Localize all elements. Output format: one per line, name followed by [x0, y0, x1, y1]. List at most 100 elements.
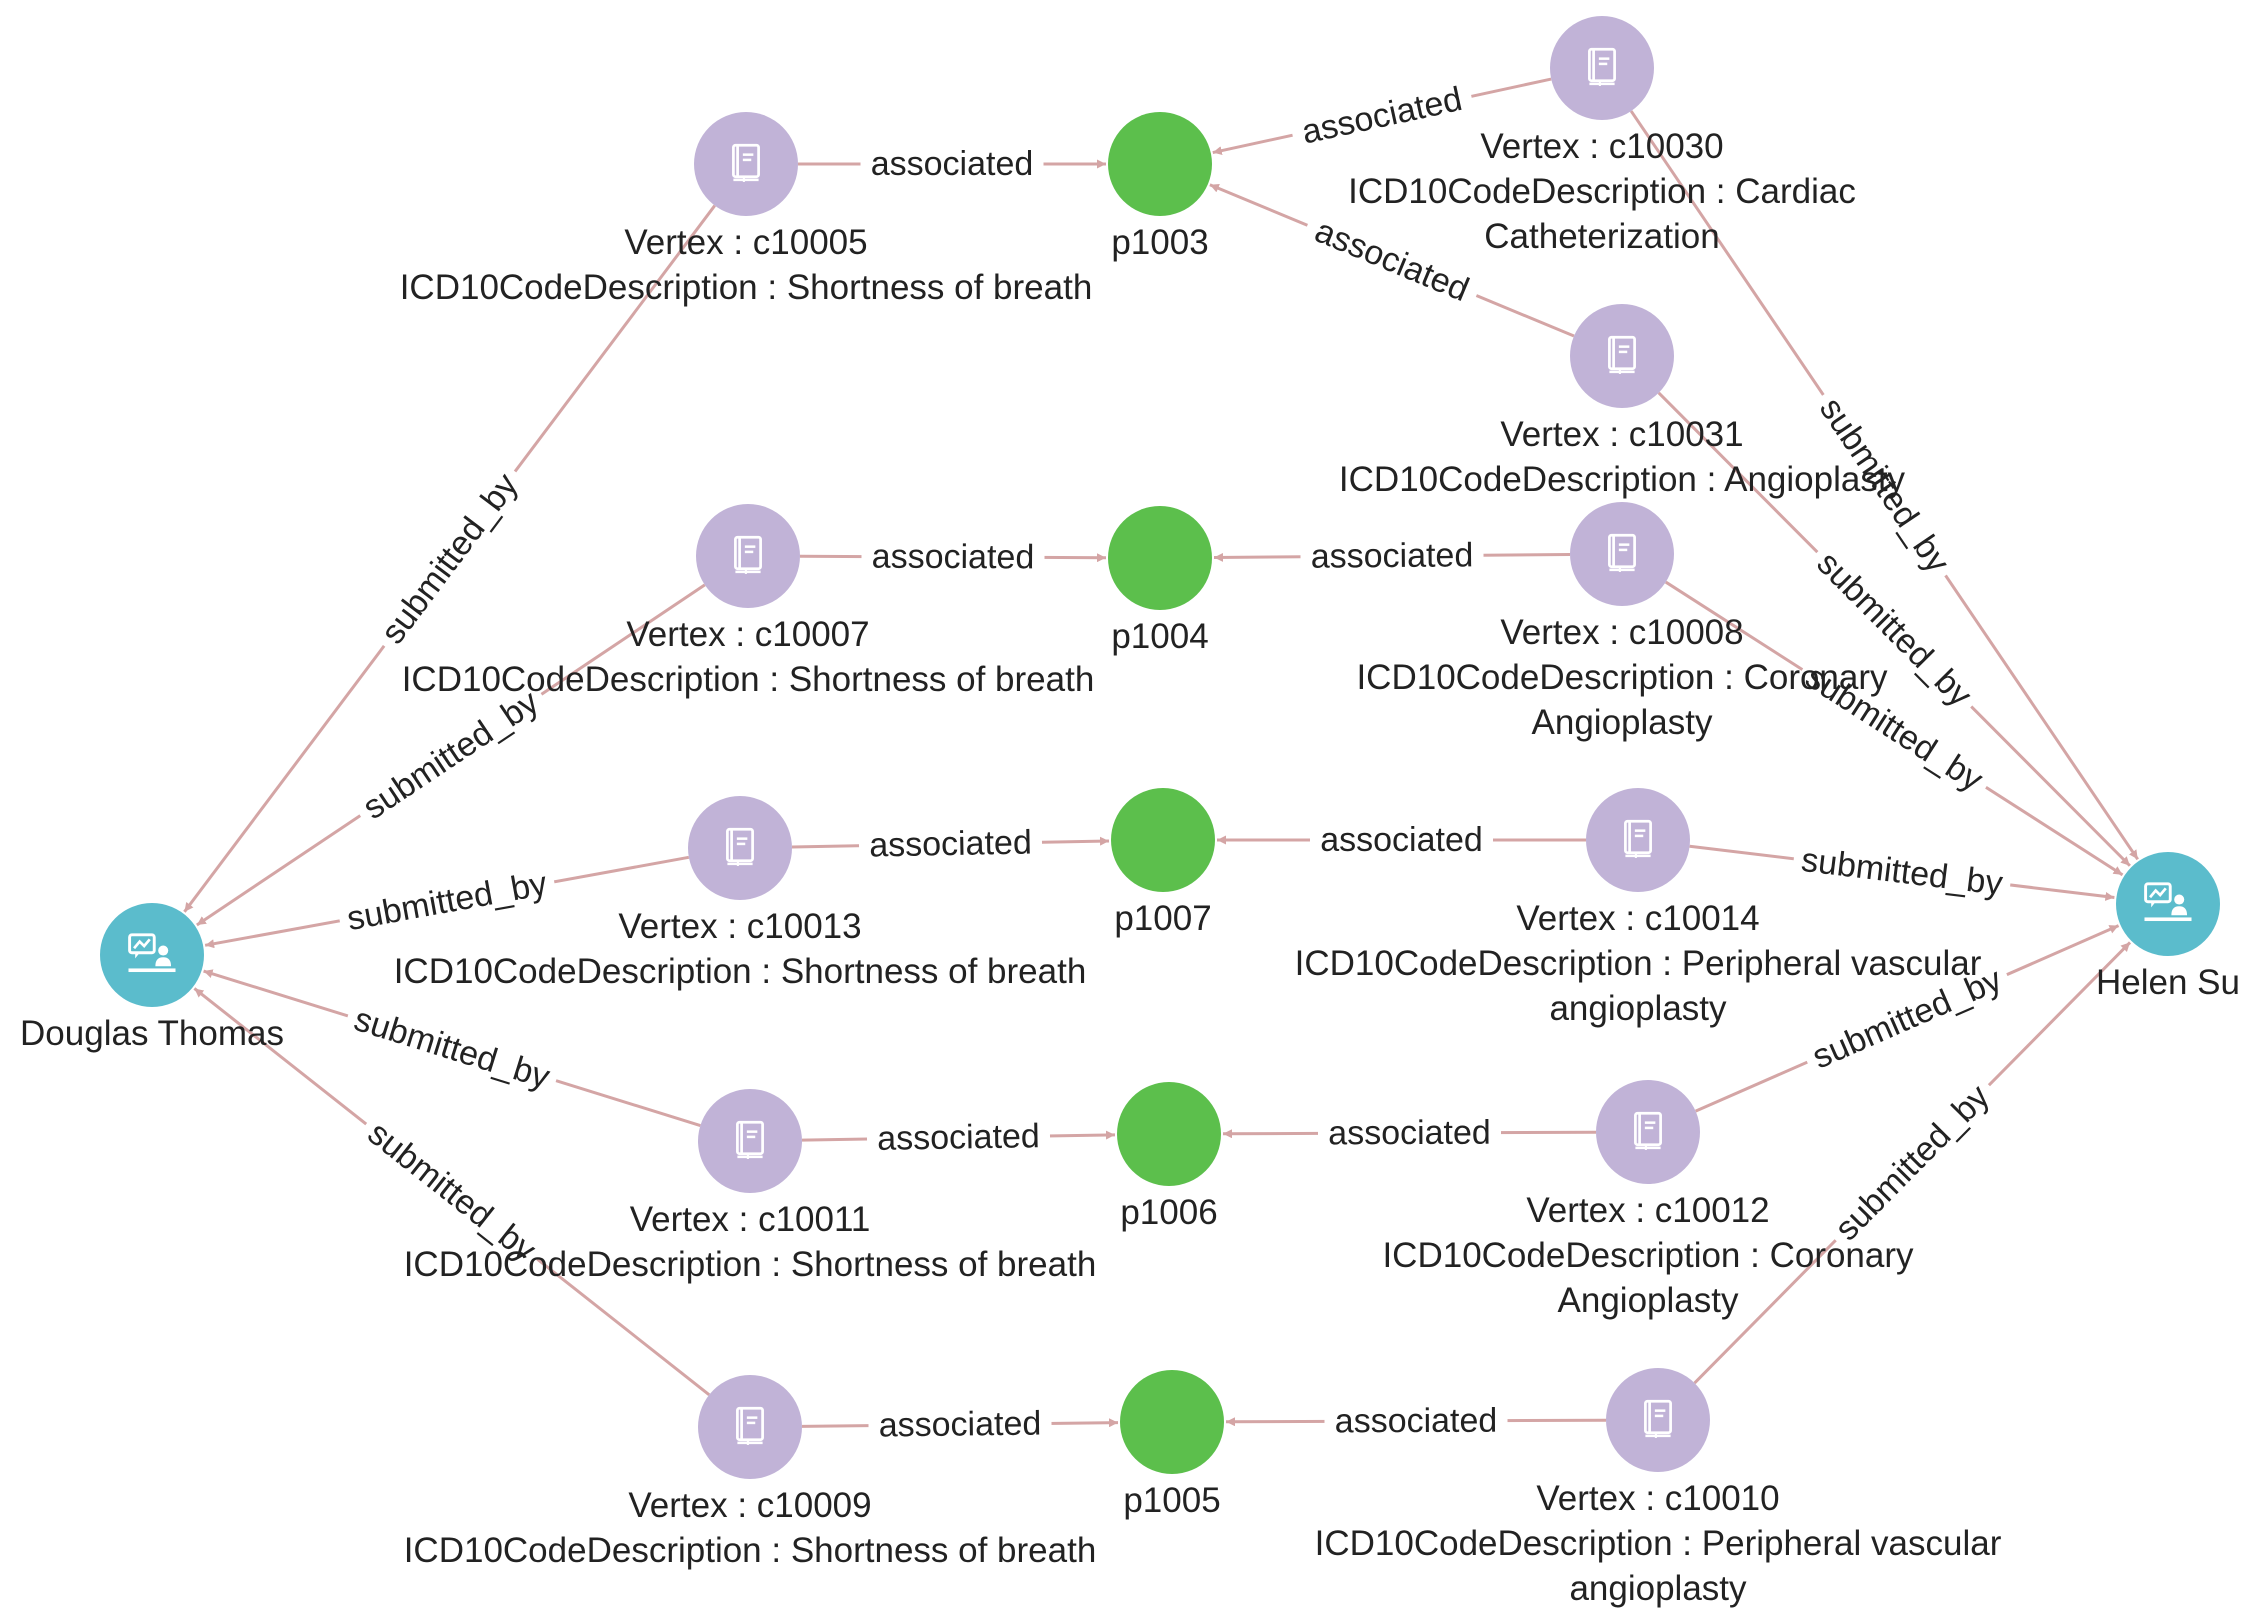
- procedure-node-circle[interactable]: [1111, 788, 1215, 892]
- node-label-title: Vertex : c10007: [626, 615, 869, 654]
- edge-label: submitted_by: [344, 865, 550, 939]
- node-label-title: Vertex : c10031: [1500, 415, 1743, 454]
- condition-node-circle[interactable]: [698, 1089, 802, 1193]
- node-label-title: Vertex : c10014: [1516, 899, 1759, 938]
- edge-associated[interactable]: associated: [1217, 820, 1586, 860]
- edge-label: associated: [872, 538, 1035, 577]
- edge-label-background: [868, 1403, 1052, 1446]
- node-label-title: Vertex : c10009: [628, 1486, 871, 1525]
- node-label-detail: ICD10CodeDescription : Shortness of brea…: [404, 1245, 1097, 1284]
- procedure-node-circle[interactable]: [1108, 112, 1212, 216]
- edge-associated[interactable]: associated: [799, 536, 1107, 578]
- node-label-title: Vertex : c10013: [618, 907, 861, 946]
- edge-label-background: [1310, 820, 1493, 860]
- node-label-detail: Catheterization: [1484, 217, 1719, 256]
- edge-label-background: [1803, 537, 1986, 721]
- edge-label-background: [1300, 535, 1484, 577]
- edge-label: associated: [879, 1405, 1042, 1445]
- node-label-title: p1004: [1111, 617, 1208, 656]
- edge-associated[interactable]: associated: [1213, 535, 1571, 577]
- edge-associated[interactable]: associated: [798, 144, 1106, 184]
- edge-label: submitted_by: [350, 1000, 554, 1096]
- edge-label: associated: [1311, 536, 1474, 575]
- edge-label: associated: [871, 145, 1034, 183]
- edge-label-background: [858, 822, 1043, 866]
- edge-label: associated: [1299, 80, 1466, 152]
- edge-label: associated: [1328, 1114, 1491, 1153]
- node-label-detail: ICD10CodeDescription : Shortness of brea…: [404, 1531, 1097, 1570]
- node-label-detail: ICD10CodeDescription : Peripheral vascul…: [1295, 944, 1982, 983]
- condition-node-circle[interactable]: [694, 112, 798, 216]
- procedure-node-p1005[interactable]: p1005: [1120, 1370, 1224, 1520]
- provider-node-douglas[interactable]: Douglas Thomas: [20, 903, 284, 1053]
- node-label-detail: ICD10CodeDescription : Angioplasty: [1339, 460, 1906, 499]
- condition-node-circle[interactable]: [698, 1375, 802, 1479]
- edge-label: submitted_by: [1799, 841, 2004, 903]
- edge-associated[interactable]: associated: [1222, 1112, 1597, 1154]
- provider-node-circle[interactable]: [100, 903, 204, 1007]
- edge-associated[interactable]: associated: [801, 1115, 1116, 1160]
- edge-submitted-by[interactable]: submitted_by: [1689, 838, 2115, 905]
- node-label-title: Vertex : c10005: [624, 223, 867, 262]
- edge-label-background: [368, 459, 532, 658]
- condition-node-circle[interactable]: [1586, 788, 1690, 892]
- procedure-node-p1003[interactable]: p1003: [1108, 112, 1212, 262]
- condition-node-circle[interactable]: [1596, 1080, 1700, 1184]
- edge-associated[interactable]: associated: [791, 822, 1110, 866]
- node-label-detail: ICD10CodeDescription : Coronary: [1356, 658, 1888, 697]
- node-label-detail: Angioplasty: [1558, 1281, 1739, 1320]
- edge-label-background: [336, 862, 558, 941]
- condition-node-circle[interactable]: [696, 504, 800, 608]
- condition-node-circle[interactable]: [1570, 304, 1674, 408]
- edge-label: associated: [1320, 821, 1483, 859]
- node-label-detail: angioplasty: [1569, 1569, 1747, 1608]
- node-label-detail: ICD10CodeDescription : Shortness of brea…: [400, 268, 1093, 307]
- edge-label: associated: [869, 823, 1032, 864]
- node-label-title: p1007: [1114, 899, 1211, 938]
- edge-label-background: [1299, 206, 1485, 314]
- procedure-node-circle[interactable]: [1108, 506, 1212, 610]
- node-label-title: p1005: [1123, 1481, 1220, 1520]
- procedure-node-p1004[interactable]: p1004: [1108, 506, 1212, 656]
- condition-node-circle[interactable]: [1570, 502, 1674, 606]
- edge-label-background: [1791, 838, 2013, 905]
- node-label-detail: ICD10CodeDescription : Cardiac: [1348, 172, 1856, 211]
- provider-node-helen[interactable]: Helen Su: [2096, 852, 2240, 1002]
- edge-label-background: [866, 1115, 1051, 1160]
- procedure-node-p1006[interactable]: p1006: [1117, 1082, 1221, 1232]
- edge-label-background: [1806, 383, 1963, 587]
- edge-label-background: [1324, 1400, 1508, 1442]
- procedure-node-circle[interactable]: [1117, 1082, 1221, 1186]
- edge-associated[interactable]: associated: [801, 1403, 1119, 1446]
- condition-node-circle[interactable]: [1606, 1368, 1710, 1472]
- node-label-detail: ICD10CodeDescription : Peripheral vascul…: [1315, 1524, 2002, 1563]
- edge-label-background: [1317, 1112, 1502, 1154]
- node-label-title: Vertex : c10010: [1536, 1479, 1779, 1518]
- edge-associated[interactable]: associated: [1225, 1400, 1607, 1442]
- condition-node-circle[interactable]: [688, 796, 792, 900]
- procedure-node-p1007[interactable]: p1007: [1111, 788, 1215, 938]
- node-label-detail: angioplasty: [1549, 989, 1727, 1028]
- edge-label-background: [1791, 652, 1997, 805]
- edge-label-background: [1821, 1071, 2004, 1255]
- procedure-node-circle[interactable]: [1120, 1370, 1224, 1474]
- edge-submitted-by[interactable]: submitted_by: [183, 204, 716, 913]
- provider-node-circle[interactable]: [2116, 852, 2220, 956]
- edge-label-background: [349, 677, 553, 833]
- edge-label: submitted_by: [1828, 1077, 1997, 1248]
- node-label-title: Douglas Thomas: [20, 1014, 284, 1053]
- node-label-title: p1006: [1120, 1193, 1217, 1232]
- condition-node-circle[interactable]: [1550, 16, 1654, 120]
